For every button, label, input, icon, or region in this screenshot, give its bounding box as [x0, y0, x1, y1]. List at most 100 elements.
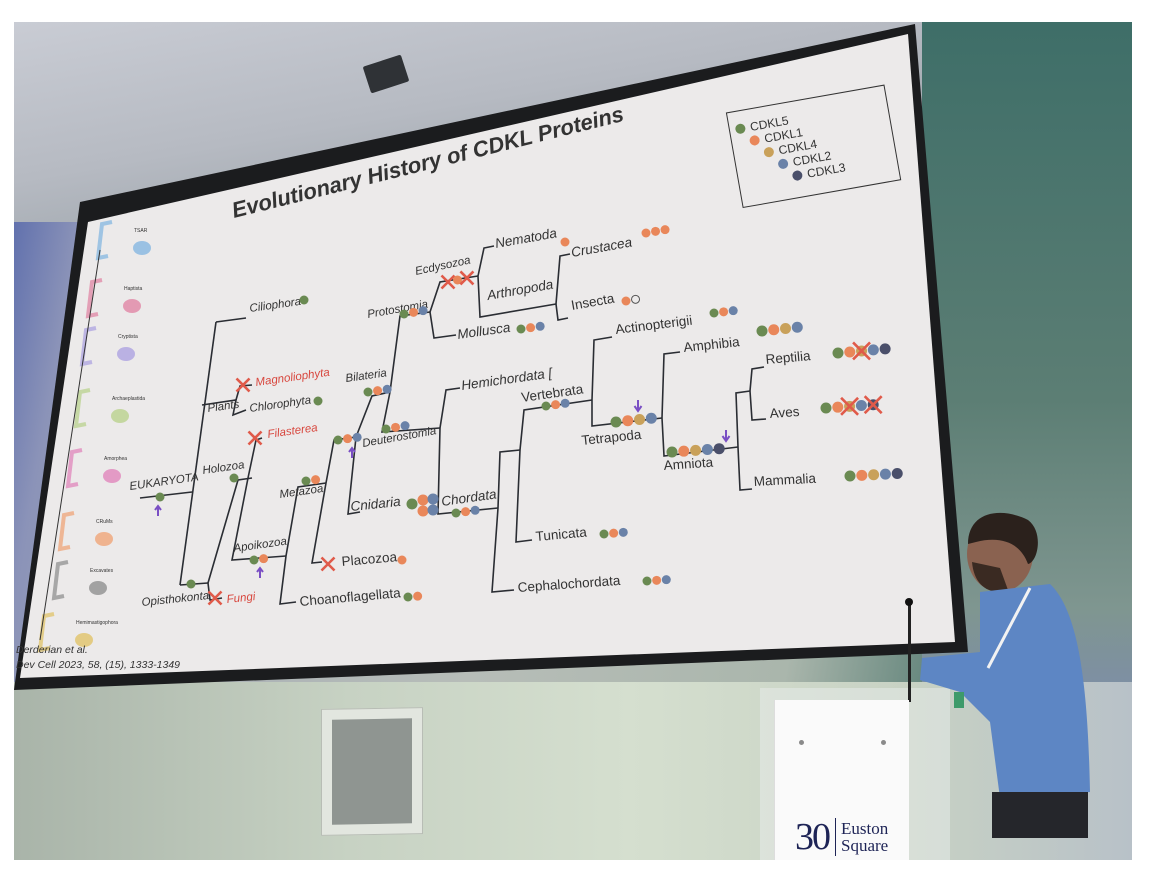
- gene-dot-cdkl5: [610, 416, 622, 428]
- gene-dot-cdkl2: [701, 444, 713, 456]
- tree-branch: [661, 351, 681, 419]
- gene-dot-cdkl5: [333, 435, 343, 445]
- microphone-icon: [905, 598, 913, 606]
- gene-gain-arrow-icon: [721, 430, 731, 443]
- gene-dot-cdkl2: [427, 504, 439, 516]
- side-tree-clade: [65, 448, 83, 489]
- podium-screw: [881, 740, 886, 745]
- gene-dot-cdkl4: [690, 444, 702, 456]
- tree-node-plants: Plants: [207, 377, 251, 415]
- gene-dot-cdkl1: [259, 554, 269, 564]
- gene-loss-cross-icon: [235, 377, 251, 393]
- gene-dot-cdkl5: [451, 508, 461, 518]
- gene-dot-cdkl5: [709, 308, 719, 318]
- side-tree-clade: [73, 388, 91, 429]
- tree-node-reptilia: Reptilia: [765, 341, 891, 367]
- tree-branch: [661, 417, 739, 457]
- gene-dot-cdkl2: [879, 468, 891, 480]
- tree-branch: [381, 391, 441, 433]
- gene-loss-cross-icon: [459, 270, 475, 286]
- gene-dot-cdkl5: [406, 498, 418, 510]
- side-tree-label: Hemimastigophora: [76, 620, 118, 626]
- organism-illustration: [103, 469, 121, 483]
- taxon-label: Aves: [769, 404, 800, 421]
- tree-branch: [179, 321, 217, 586]
- taxon-label: Cnidaria: [350, 494, 402, 514]
- presenter-badge: [954, 692, 964, 708]
- tree-branch: [231, 477, 287, 561]
- taxon-label: Bilateria: [345, 367, 388, 385]
- tree-branch: [279, 555, 297, 605]
- venue-logo-word-2: Square: [841, 836, 889, 855]
- gene-dot-cdkl2: [535, 321, 545, 331]
- gene-dot-cdkl2: [427, 493, 439, 505]
- taxon-label: Tetrapoda: [581, 427, 643, 448]
- tree-node-cephalochordata: Cephalochordata: [517, 573, 671, 595]
- side-tree-label: Amorphea: [104, 456, 127, 462]
- gene-dot-cdkl2: [382, 384, 392, 394]
- taxon-label: Mammalia: [753, 471, 816, 489]
- tree-node-bilateria_branch: [333, 432, 362, 458]
- gene-dot-cdkl1: [719, 307, 729, 317]
- presenter-beard: [972, 562, 1008, 592]
- gene-dot-cdkl5: [403, 592, 413, 602]
- presenter-person: [920, 512, 1090, 838]
- tree-branch: [749, 390, 767, 421]
- tree-node-holozoa: Holozoa: [202, 459, 245, 483]
- gene-dot-cdkl1: [417, 494, 429, 506]
- taxon-label: Amniota: [663, 455, 714, 473]
- tree-node-bilateria: Bilateria: [345, 367, 392, 397]
- legend-dot-cdkl4: [763, 147, 774, 158]
- eukaryote-reference-tree: TSARHaptistaCryptistaArchaeplastidaAmorp…: [37, 220, 151, 653]
- tree-branch: [439, 387, 461, 429]
- gene-dot-cdkl1: [461, 507, 471, 517]
- tree-branch: [735, 390, 751, 448]
- presenter-shirt: [920, 584, 1090, 798]
- legend-dot-cdkl3: [792, 170, 803, 181]
- tree-branch: [235, 384, 253, 401]
- tree-node-fungi: Fungi: [207, 590, 256, 606]
- tree-branch: [497, 449, 521, 509]
- taxon-label: Holozoa: [202, 459, 245, 477]
- tree-branch: [555, 253, 571, 305]
- gene-dot-cdkl1: [551, 400, 561, 410]
- gene-dot-cdkl1: [678, 445, 690, 457]
- gene-dot-cdkl5: [756, 325, 768, 337]
- legend-label: CDKL4: [778, 137, 819, 158]
- gene-dot-cdkl5: [666, 446, 678, 458]
- gene-gain-arrow-icon: [256, 566, 264, 578]
- gene-dot-cdkl5: [516, 324, 526, 334]
- tree-branch: [429, 311, 457, 339]
- tree-branch: [347, 436, 361, 515]
- tree-node-cnidaria: Cnidaria: [350, 493, 439, 517]
- tree-branch: [591, 336, 613, 401]
- gene-dot-cdkl1: [526, 323, 536, 333]
- legend-label: CDKL1: [763, 125, 804, 146]
- tree-branch: [139, 491, 193, 499]
- gene-dot-cdkl5: [186, 579, 196, 589]
- gene-dot-cdkl5: [642, 576, 652, 586]
- organism-illustration: [133, 241, 151, 255]
- legend-label: CDKL3: [806, 160, 847, 181]
- gene-dot-cdkl1: [409, 307, 419, 317]
- gene-loss-cross-icon: [247, 430, 263, 446]
- tree-node-mollusca: Mollusca: [456, 320, 545, 342]
- side-tree-clade: [79, 326, 97, 367]
- gene-dot-cdkl1: [832, 401, 844, 413]
- taxon-label: Plants: [207, 399, 241, 415]
- gene-dot-cdkl4: [634, 414, 646, 426]
- tree-branch: [515, 449, 533, 543]
- gene-dot-cdkl1: [856, 469, 868, 481]
- citation-authors: Derderian et al.: [16, 644, 88, 656]
- venue-logo: 30 Euston Square: [795, 818, 888, 856]
- taxon-label: Placozoa: [341, 549, 398, 569]
- gene-dot-cdkl1: [622, 415, 634, 427]
- gene-gain-arrow-icon: [154, 504, 162, 516]
- side-tree-label: CRuMs: [96, 519, 113, 525]
- gene-dot-cdkl1: [373, 386, 383, 396]
- gene-dot-cdkl2: [645, 412, 657, 424]
- gene-loss-cross-icon: [863, 395, 883, 415]
- gene-gain-arrow-icon: [633, 400, 643, 413]
- venue-logo-number: 30: [795, 818, 836, 856]
